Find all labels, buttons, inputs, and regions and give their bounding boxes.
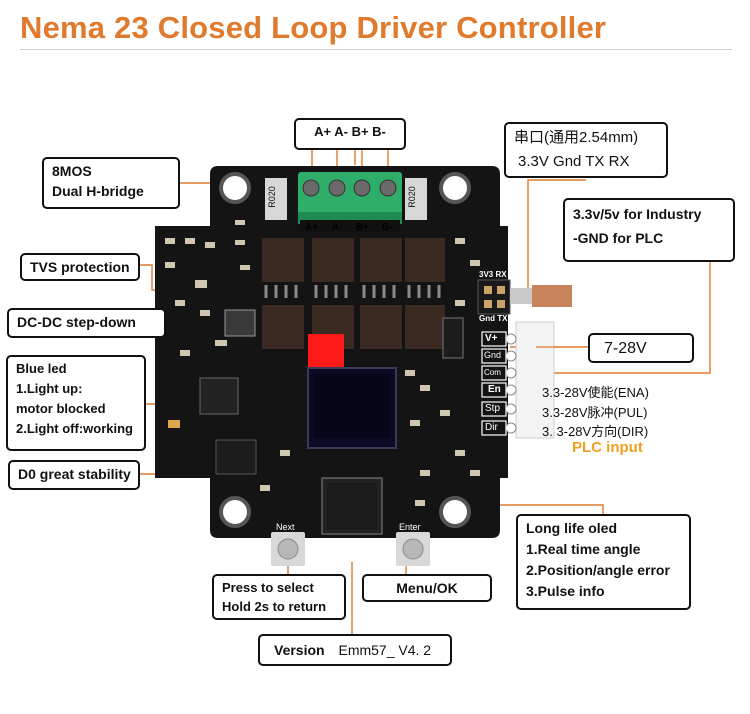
ena-label: 3.3-28V使能(ENA)	[542, 385, 649, 400]
title-divider	[20, 49, 732, 50]
mosfet-array-bottom	[262, 305, 445, 349]
oled-callout: Long life oled 1.Real time angle 2.Posit…	[516, 514, 691, 610]
side-pin-v-plus: V+	[485, 333, 498, 344]
dcdc-callout: DC-DC step-down	[7, 308, 166, 338]
side-pin-dir: Dir	[485, 422, 498, 433]
side-pin-gnd: Gnd	[484, 350, 502, 360]
terminal-label-b-plus: B+	[356, 222, 370, 233]
serial-port-callout: 串口(通用2.54mm) 3.3V Gnd TX RX	[504, 122, 668, 178]
smd-components	[165, 220, 480, 506]
serial-header	[477, 279, 572, 315]
side-pin-en: En	[488, 384, 501, 395]
dcdc-chip	[215, 439, 257, 475]
stability-callout: D0 great stability	[8, 460, 140, 490]
version-callout: Version Emm57_ V4. 2	[258, 634, 452, 666]
next-button-graphic	[271, 532, 305, 566]
tvs-callout: TVS protection	[20, 253, 140, 281]
side-pin-stp: Stp	[485, 403, 501, 414]
side-pin-com: Com	[484, 368, 501, 377]
menu-button-callout: Menu/OK	[362, 574, 492, 602]
enter-button-graphic	[396, 532, 430, 566]
plc-input-label: PLC input	[572, 439, 643, 456]
board-model-label: Emm57_V4.2	[324, 544, 385, 555]
next-button-label: Next	[276, 522, 295, 532]
pul-label: 3.3-28V脉冲(PUL)	[542, 405, 648, 420]
regulator-chip	[442, 317, 464, 359]
dcdc-inductor	[224, 309, 256, 337]
sense-resistors	[265, 178, 427, 220]
mounting-holes	[219, 172, 471, 528]
resistor-label-left: R020	[266, 186, 277, 208]
dir-label: 3. 3-28V方向(DIR)	[542, 424, 649, 439]
enter-button-label: Enter	[399, 522, 421, 532]
industry-callout: 3.3v/5v for Industry -GND for PLC	[563, 198, 735, 262]
side-pins	[505, 333, 517, 434]
mosfet-pins	[264, 285, 441, 298]
terminal-label-a-minus: A-	[332, 222, 343, 233]
motor-pins-callout: A+ A- B+ B-	[294, 118, 406, 150]
led-callout: Blue led 1.Light up: motor blocked 2.Lig…	[6, 355, 146, 451]
mos-bridge-callout: 8MOS Dual H-bridge	[42, 157, 180, 209]
side-connector	[515, 321, 555, 439]
voltage-callout: 7-28V	[588, 333, 694, 363]
terminal-label-a-plus: A+	[305, 222, 319, 233]
terminal-label-b-minus: B-	[382, 222, 393, 233]
status-led	[168, 420, 180, 428]
side-pin-labels	[481, 331, 507, 436]
next-button-callout: Press to select Hold 2s to return	[212, 574, 346, 620]
red-component	[308, 334, 344, 368]
serial-pin-label-top: 3V3 RX	[479, 270, 507, 279]
serial-pin-label-bottom: Gnd TX	[479, 314, 508, 323]
driver-chip-left	[199, 377, 239, 415]
motor-terminal-block	[298, 172, 402, 232]
mosfet-array-top	[262, 238, 445, 282]
resistor-label-right: R020	[406, 186, 417, 208]
page-title: Nema 23 Closed Loop Driver Controller	[20, 10, 607, 45]
